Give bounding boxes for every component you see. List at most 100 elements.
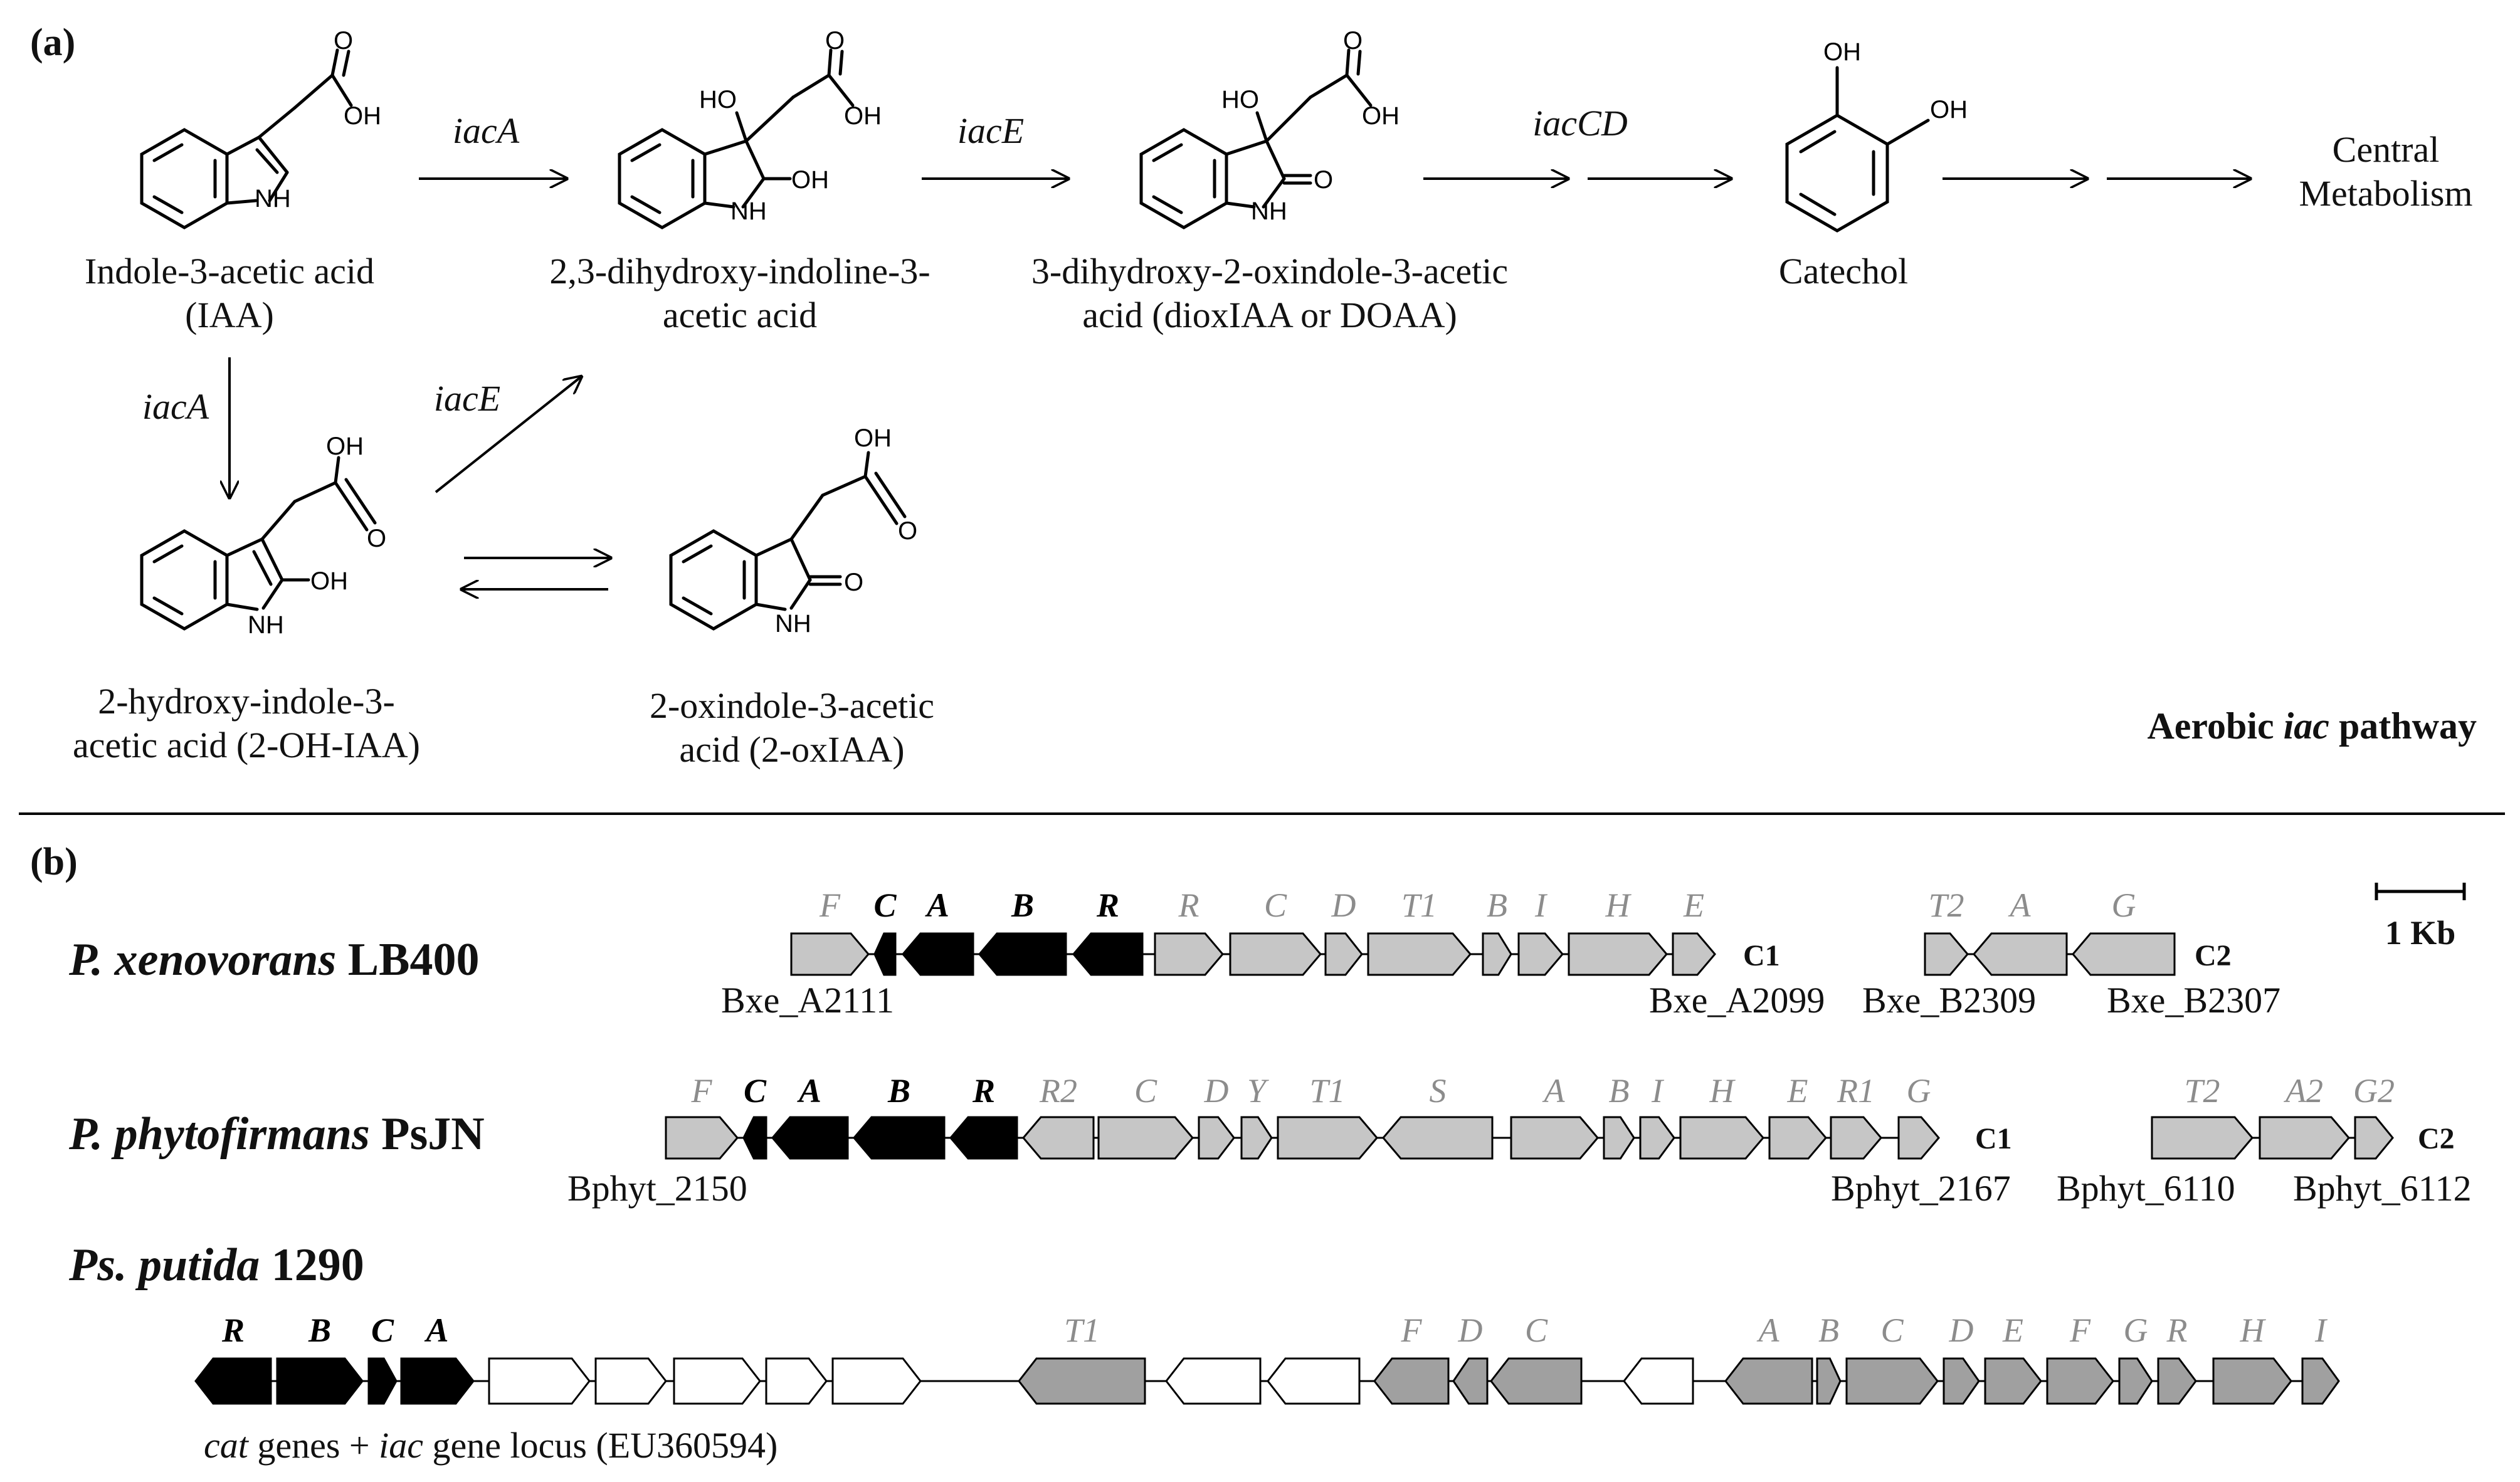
xeno-c2-right-locus: Bxe_B2307 bbox=[2107, 980, 2280, 1021]
xeno-c1-gene-label-4: B bbox=[1011, 886, 1034, 924]
xeno-c1-gene-4-b bbox=[978, 932, 1067, 976]
catechol-structure bbox=[1785, 66, 1930, 233]
phyto-c1-gene-label-13: B bbox=[1609, 1072, 1630, 1110]
organism-putida: Ps. putida 1290 bbox=[68, 1239, 364, 1291]
xeno-c2-gene-label-3: G bbox=[2112, 886, 2136, 924]
phyto-c1-label: C1 bbox=[1975, 1122, 2012, 1155]
phyto-c2-gene-label-1: T2 bbox=[2184, 1072, 2220, 1110]
xeno-c2-gene-2-a bbox=[1973, 932, 2068, 976]
iaa-atom-oh: OH bbox=[344, 102, 381, 130]
central-metabolism-1: Central bbox=[2333, 129, 2440, 170]
dhia-name-2: acetic acid bbox=[663, 295, 817, 335]
phyto-c1-gene-2-c bbox=[742, 1116, 767, 1160]
putida-gene-12-unlabeled bbox=[1267, 1357, 1361, 1405]
phyto-c1-gene-18-g bbox=[1897, 1116, 1940, 1160]
scale-bar-label: 1 Kb bbox=[2385, 914, 2456, 952]
xeno-c1-gene-label-11: I bbox=[1534, 886, 1548, 924]
panel-b-label: (b) bbox=[30, 841, 78, 883]
phyto-c1-gene-15-h bbox=[1679, 1116, 1764, 1160]
putida-gene-10-t1 bbox=[1018, 1357, 1146, 1405]
pathway-title: Aerobic iac pathway bbox=[2147, 705, 2477, 747]
ohiaa-name-1: 2-hydroxy-indole-3- bbox=[98, 681, 395, 722]
doaa-atom-ho: HO bbox=[1221, 86, 1259, 113]
putida-gene-label-19: C bbox=[1880, 1311, 1904, 1349]
phyto-c1-gene-label-18: G bbox=[1907, 1072, 1931, 1110]
putida-gene-14-d bbox=[1452, 1357, 1489, 1405]
putida-gene-11-unlabeled bbox=[1165, 1357, 1262, 1405]
xeno-c1-gene-9-t1 bbox=[1367, 932, 1472, 976]
dhia-atom-oh: OH bbox=[844, 102, 882, 130]
ohiaa-name-2: acetic acid (2-OH-IAA) bbox=[73, 725, 420, 765]
phyto-c1-gene-7-c bbox=[1097, 1116, 1194, 1160]
putida-gene-13-f bbox=[1373, 1357, 1450, 1405]
xeno-c1-gene-5-r bbox=[1072, 932, 1144, 976]
xeno-c1-gene-label-5: R bbox=[1096, 886, 1119, 924]
iaa-atom-nh: NH bbox=[255, 185, 291, 213]
xeno-c2-gene-label-1: T2 bbox=[1928, 886, 1964, 924]
xeno-c1-gene-6-r bbox=[1154, 932, 1224, 976]
doaa-name-1: 3-dihydroxy-2-oxindole-3-acetic bbox=[1031, 251, 1508, 292]
xeno-c1-gene-10-b bbox=[1482, 932, 1512, 976]
phyto-c1-gene-label-16: E bbox=[1787, 1072, 1808, 1110]
xeno-c1-label: C1 bbox=[1743, 939, 1780, 972]
xeno-c1-gene-7-c bbox=[1229, 932, 1322, 976]
phyto-c2-gene-2-a2 bbox=[2259, 1116, 2350, 1160]
xeno-c1-gene-13-e bbox=[1672, 932, 1716, 976]
iaa-structure bbox=[140, 48, 353, 229]
xeno-c1-gene-3-a bbox=[902, 932, 974, 976]
dhia-structure bbox=[618, 48, 855, 229]
putida-gene-23-g bbox=[2118, 1357, 2153, 1405]
oxiaa-atom-o2: O bbox=[844, 569, 863, 596]
iaa-name-1: Indole-3-acetic acid bbox=[85, 251, 374, 292]
putida-gene-1-r bbox=[194, 1357, 272, 1405]
putida-gene-label-13: F bbox=[1401, 1311, 1423, 1349]
putida-gene-8-unlabeled bbox=[765, 1357, 828, 1405]
ohiaa-atom-nh: NH bbox=[248, 611, 284, 639]
phyto-c1-gene-8-d bbox=[1198, 1116, 1235, 1160]
doaa-name-2: acid (dioxIAA or DOAA) bbox=[1082, 295, 1457, 335]
oxiaa-name-2: acid (2-oxIAA) bbox=[679, 729, 904, 770]
phyto-c2-gene-1-t2 bbox=[2151, 1116, 2254, 1160]
phyto-c1-left-locus: Bphyt_2150 bbox=[567, 1168, 747, 1209]
putida-gene-15-c bbox=[1490, 1357, 1583, 1405]
phyto-c1-gene-label-5: R bbox=[972, 1072, 995, 1110]
phyto-c1-gene-label-3: A bbox=[797, 1072, 821, 1110]
dhia-atom-nh: NH bbox=[730, 197, 767, 225]
putida-gene-label-26: I bbox=[2314, 1311, 2328, 1349]
putida-gene-label-20: D bbox=[1949, 1311, 1974, 1349]
iaa-name-2: (IAA) bbox=[185, 295, 274, 335]
organism-xeno: P. xenovorans LB400 bbox=[68, 934, 479, 985]
enzyme-iaa-to-ohiaa: iacA bbox=[142, 386, 209, 427]
putida-gene-label-17: A bbox=[1757, 1311, 1780, 1349]
phyto-c1-gene-6-r2 bbox=[1022, 1116, 1095, 1160]
phyto-c1-gene-label-8: D bbox=[1204, 1072, 1229, 1110]
xeno-c2-gene-label-2: A bbox=[2008, 886, 2032, 924]
ohiaa-structure bbox=[140, 456, 377, 631]
enzyme-doaa-to-catechol: iacCD bbox=[1532, 103, 1628, 144]
putida-gene-20-d bbox=[1943, 1357, 1980, 1405]
xeno-c1-gene-1-f bbox=[790, 932, 870, 976]
xeno-c1-gene-label-3: A bbox=[925, 886, 949, 924]
phyto-c2-left-locus: Bphyt_6110 bbox=[2057, 1168, 2235, 1209]
putida-gene-label-10: T1 bbox=[1064, 1311, 1100, 1349]
ohiaa-atom-o: O bbox=[367, 525, 386, 552]
doaa-atom-o2: O bbox=[1314, 166, 1333, 194]
oxiaa-atom-nh: NH bbox=[775, 610, 811, 638]
putida-gene-25-h bbox=[2212, 1357, 2292, 1405]
xeno-c1-gene-label-13: E bbox=[1683, 886, 1704, 924]
xeno-c1-gene-label-12: H bbox=[1605, 886, 1632, 924]
phyto-c1-gene-1-f bbox=[665, 1116, 739, 1160]
phyto-c1-gene-label-12: A bbox=[1542, 1072, 1566, 1110]
catechol-name: Catechol bbox=[1779, 251, 1908, 292]
dhia-atom-ho: HO bbox=[699, 86, 737, 113]
xeno-c1-gene-12-h bbox=[1568, 932, 1668, 976]
catechol-atom-oh2: OH bbox=[1930, 96, 1968, 124]
dhia-atom-oh2: OH bbox=[791, 166, 829, 194]
enzyme-dhia-to-doaa: iacE bbox=[957, 110, 1024, 151]
xeno-c2-gene-1-t2 bbox=[1924, 932, 1969, 976]
phyto-c1-gene-4-b bbox=[853, 1116, 946, 1160]
